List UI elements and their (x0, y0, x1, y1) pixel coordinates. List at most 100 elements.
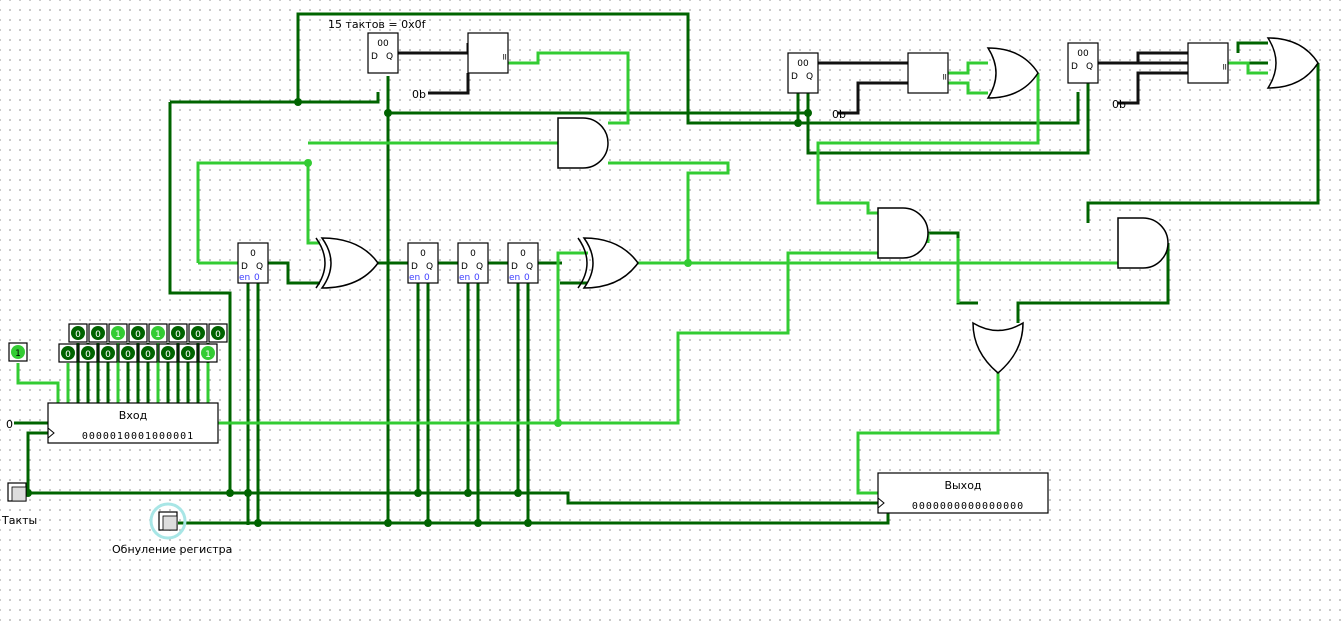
top-pin-3[interactable]: 0 (128, 323, 148, 343)
reset-button[interactable]: Обнуление регистра (112, 502, 232, 556)
svg-text:Q: Q (426, 262, 433, 272)
svg-text:D: D (411, 262, 418, 272)
top-pin-6[interactable]: 0 (188, 323, 208, 343)
output-register-title: Выход (944, 479, 981, 492)
svg-text:D: D (461, 262, 468, 272)
output-register: Выход 0000000000000000 (877, 472, 1049, 514)
bottom-pin-5[interactable]: 0 (158, 343, 178, 363)
top-pin-4[interactable]: 1 (148, 323, 168, 343)
svg-text:Q: Q (806, 72, 813, 82)
and-gate-right (1117, 217, 1169, 269)
xor-gate-left (315, 237, 379, 289)
top-pin-value: 1 (155, 330, 161, 340)
pin-drops (66, 343, 210, 403)
svg-text:0: 0 (254, 273, 260, 283)
light-wires (16, 51, 1268, 495)
svg-text:=: = (499, 53, 509, 61)
top-pin-0[interactable]: 0 (68, 323, 88, 343)
svg-text:D: D (1071, 62, 1078, 72)
svg-text:0: 0 (524, 273, 530, 283)
top-pin-value: 0 (75, 330, 81, 340)
and-gate-mid (877, 207, 929, 259)
bottom-pin-4[interactable]: 0 (138, 343, 158, 363)
top-pin-value: 0 (195, 330, 201, 340)
svg-text:D: D (371, 52, 378, 62)
comparator-2: = (907, 52, 949, 94)
top-pin-1[interactable]: 0 (88, 323, 108, 343)
clock-button[interactable]: Такты (1, 482, 37, 527)
svg-text:en: en (409, 273, 420, 283)
svg-text:0: 0 (520, 249, 526, 259)
const-c-label: 0b (1112, 98, 1126, 111)
bottom-pin-value: 0 (105, 350, 111, 360)
svg-text:en: en (459, 273, 470, 283)
svg-text:Q: Q (386, 52, 393, 62)
zero-input-label: 0 (6, 418, 13, 431)
svg-text:en: en (509, 273, 520, 283)
counter-caption: 15 тактов = 0x0f (328, 18, 427, 31)
bottom-pin-value: 0 (145, 350, 151, 360)
single-input-pin[interactable]: 1 (8, 342, 28, 362)
top-pin-value: 0 (95, 330, 101, 340)
svg-text:en: en (239, 273, 250, 283)
bottom-pin-value: 0 (65, 350, 71, 360)
counter-1: 00 D Q (367, 32, 399, 74)
svg-text:Q: Q (256, 262, 263, 272)
svg-text:D: D (791, 72, 798, 82)
bottom-pin-value: 0 (85, 350, 91, 360)
svg-text:Q: Q (526, 262, 533, 272)
junctions (24, 98, 812, 527)
clock-label: Такты (1, 514, 37, 527)
svg-text:0: 0 (470, 249, 476, 259)
top-pin-2[interactable]: 1 (108, 323, 128, 343)
svg-text:Q: Q (1086, 62, 1093, 72)
svg-text:00: 00 (1077, 49, 1089, 59)
svg-text:0: 0 (474, 273, 480, 283)
bottom-pin-value: 0 (185, 350, 191, 360)
counter-3: 00 D Q (1067, 42, 1099, 84)
or-gate-top (986, 47, 1039, 99)
input-register: Вход 0000010001000001 (47, 402, 219, 444)
const-b-label: 0b (832, 108, 846, 121)
svg-text:0: 0 (250, 249, 256, 259)
bottom-pin-3[interactable]: 0 (118, 343, 138, 363)
and-gate-top (557, 117, 609, 169)
top-pin-value: 1 (115, 330, 121, 340)
comparator-3: = (1187, 42, 1229, 84)
bottom-pin-value: 0 (165, 350, 171, 360)
svg-text:=: = (939, 73, 949, 81)
bottom-pin-2[interactable]: 0 (98, 343, 118, 363)
bottom-pin-value: 0 (125, 350, 131, 360)
or-gate-bottom (972, 321, 1024, 374)
output-register-value: 0000000000000000 (912, 501, 1024, 512)
reset-label: Обнуление регистра (112, 543, 232, 556)
bottom-pin-6[interactable]: 0 (178, 343, 198, 363)
bottom-pin-0[interactable]: 0 (58, 343, 78, 363)
top-pin-value: 0 (135, 330, 141, 340)
top-pin-value: 0 (215, 330, 221, 340)
svg-text:00: 00 (377, 39, 389, 49)
top-pin-5[interactable]: 0 (168, 323, 188, 343)
bottom-pin-7[interactable]: 1 (198, 343, 218, 363)
input-register-title: Вход (119, 409, 148, 422)
counter-2: 00 D Q (787, 52, 819, 94)
svg-text:Q: Q (476, 262, 483, 272)
svg-text:0: 0 (420, 249, 426, 259)
bottom-pin-1[interactable]: 0 (78, 343, 98, 363)
or-gate-right (1266, 37, 1319, 89)
input-register-value: 0000010001000001 (82, 431, 194, 442)
dark-wires (14, 12, 1320, 525)
const-a-label: 0b (412, 88, 426, 101)
bottom-pin-value: 1 (205, 350, 211, 360)
top-pin-7[interactable]: 0 (208, 323, 228, 343)
comparator-1: = (467, 32, 509, 74)
svg-text:00: 00 (797, 59, 809, 69)
top-pin-value: 0 (175, 330, 181, 340)
xor-gate-right (577, 237, 639, 289)
